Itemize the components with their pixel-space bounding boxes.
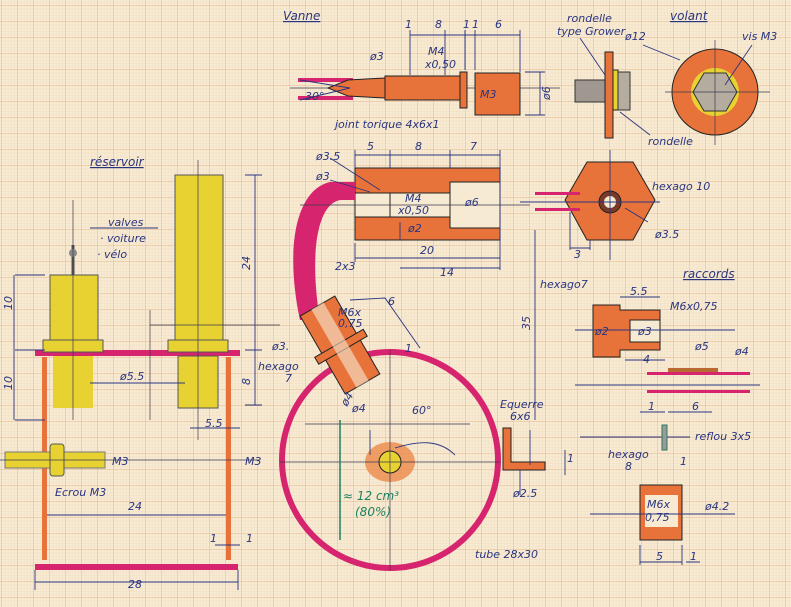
bike-label: · vélo	[97, 248, 127, 261]
width-28: 28	[128, 578, 142, 591]
valve-title: Vanne	[283, 9, 320, 23]
label-phi3: ø3	[369, 50, 384, 63]
height-8: 8	[240, 378, 253, 385]
grower-label: rondelle	[567, 12, 612, 25]
washer-assembly: rondelle type Grower rondelle	[557, 12, 693, 148]
label-angle: 30°	[305, 90, 325, 103]
m6c-label: 0,75	[645, 511, 670, 524]
dim-1: 1	[405, 18, 412, 31]
angle-label: 60°	[412, 404, 432, 417]
bracket-size: 6x6	[510, 410, 531, 423]
dim-1c: 1	[690, 550, 697, 563]
phi55-label: ø5.5	[119, 370, 144, 383]
dim-8: 8	[415, 140, 422, 153]
phi4-inner-label: ø4	[338, 390, 357, 409]
boiler-tank: M6x 0,75 6 1 ø3. hexago 7 ø4 ø4 60° ≈ 12…	[258, 295, 574, 571]
nut-label: Ecrou M3	[55, 486, 106, 499]
phi35-label: ø3.5	[315, 150, 340, 163]
phi2-label: ø2	[594, 325, 609, 338]
thick-1a: 1	[210, 532, 217, 545]
dim-5: 5	[656, 550, 663, 563]
hex10-label: hexago 10	[652, 180, 710, 193]
dim-1b: 1	[680, 455, 687, 468]
m4-label: M4	[405, 192, 422, 205]
dim-1a: 1	[463, 18, 470, 31]
phi4-label: ø4	[734, 345, 749, 358]
dim-6: 6	[495, 18, 502, 31]
label-oring: joint torique 4x6x1	[333, 118, 439, 131]
dim-1: 1	[405, 342, 412, 355]
dim-6: 6	[388, 295, 395, 308]
dim-4: 4	[643, 353, 650, 366]
phi4-label: ø4	[351, 402, 366, 415]
dim-1: 1	[648, 400, 655, 413]
connector-drawing: 5 8 7 ø3.5 ø3 M4 x0,50 ø2 ø6 20 14 2x3	[293, 140, 530, 320]
volume-label: ≈ 12 cm³	[343, 489, 399, 503]
car-label: · voiture	[100, 232, 146, 245]
m6b-label: M6x	[647, 498, 670, 511]
phi6-label: ø6	[464, 196, 479, 209]
screw-label: vis M3	[742, 30, 777, 43]
m3-right-label: M3	[245, 455, 262, 468]
label-m3: M3	[480, 88, 497, 101]
fittings-title: raccords	[683, 267, 735, 281]
m6-label: M6x0,75	[670, 300, 718, 313]
hex10-phi35: ø3.5	[654, 228, 679, 241]
label-phi6: ø6	[540, 86, 553, 101]
tube-label: tube 28x30	[475, 548, 538, 561]
hex7-label: hexago	[258, 360, 299, 373]
dim-14: 14	[440, 266, 454, 279]
phi25-label: ø2.5	[512, 487, 537, 500]
reservoir-drawing: réservoir valves · voiture · vélo 10 10 …	[0, 155, 280, 591]
phi3-label: ø3	[637, 325, 652, 338]
m6b-label: 0,75	[338, 317, 363, 330]
hex7-number: 7	[285, 372, 292, 385]
dim-6: 6	[692, 400, 699, 413]
fittings-drawing: raccords hexago7 5.5 M6x0,75 ø2 ø3 4 ø5 …	[540, 267, 760, 565]
height-10a: 10	[2, 296, 15, 310]
label-pitch: x0,50	[424, 58, 456, 71]
handwheel-title: volant	[670, 9, 709, 23]
phi12-label: ø12	[624, 30, 646, 43]
m6-label: M6x	[338, 306, 361, 319]
height-24: 24	[240, 256, 253, 270]
thick-1b: 1	[246, 532, 253, 545]
hex8-label: hexago	[608, 448, 649, 461]
dim-35: 35	[520, 316, 533, 330]
phi2-label: ø2	[407, 222, 422, 235]
percent-label: (80%)	[355, 505, 391, 519]
dim-5: 5	[367, 140, 374, 153]
tube-2x3-label: 2x3	[335, 260, 356, 273]
label-m4: M4	[428, 45, 445, 58]
phi42-label: ø4.2	[704, 500, 729, 513]
hex7-label: hexago7	[540, 278, 588, 291]
pitch-label: x0,50	[397, 204, 429, 217]
bracket-label: Equerre	[500, 398, 544, 411]
hex8-number: 8	[625, 460, 632, 473]
phi5-label: ø5	[694, 340, 709, 353]
m3-left-label: M3	[112, 455, 129, 468]
handwheel: volant ø12 vis M3	[624, 9, 777, 145]
rivet-label: reflou 3x5	[695, 430, 751, 443]
plain-washer-label: rondelle	[648, 135, 693, 148]
dim-1-bracket: 1	[567, 452, 574, 465]
height-10b: 10	[2, 376, 15, 390]
hex-nut-10: hexago 10 ø3.5 3 35	[520, 150, 710, 420]
phi3-label: ø3.	[271, 340, 289, 353]
width-24: 24	[128, 500, 142, 513]
grower-type-label: type Grower	[557, 25, 627, 38]
dim-20: 20	[420, 244, 434, 257]
dim-55: 5.5	[205, 417, 223, 430]
dim-7: 7	[470, 140, 477, 153]
reservoir-title: réservoir	[90, 155, 145, 169]
valves-label: valves	[108, 216, 144, 229]
dim-55: 5.5	[630, 285, 648, 298]
phi3-label: ø3	[315, 170, 330, 183]
hex10-dim-3: 3	[574, 248, 581, 261]
dim-8: 8	[435, 18, 442, 31]
dim-1b: 1	[472, 18, 479, 31]
valve-drawing: Vanne 1 8 1 1 6 ø3 M4 x0,50 30° M3 ø6 jo…	[283, 9, 560, 131]
